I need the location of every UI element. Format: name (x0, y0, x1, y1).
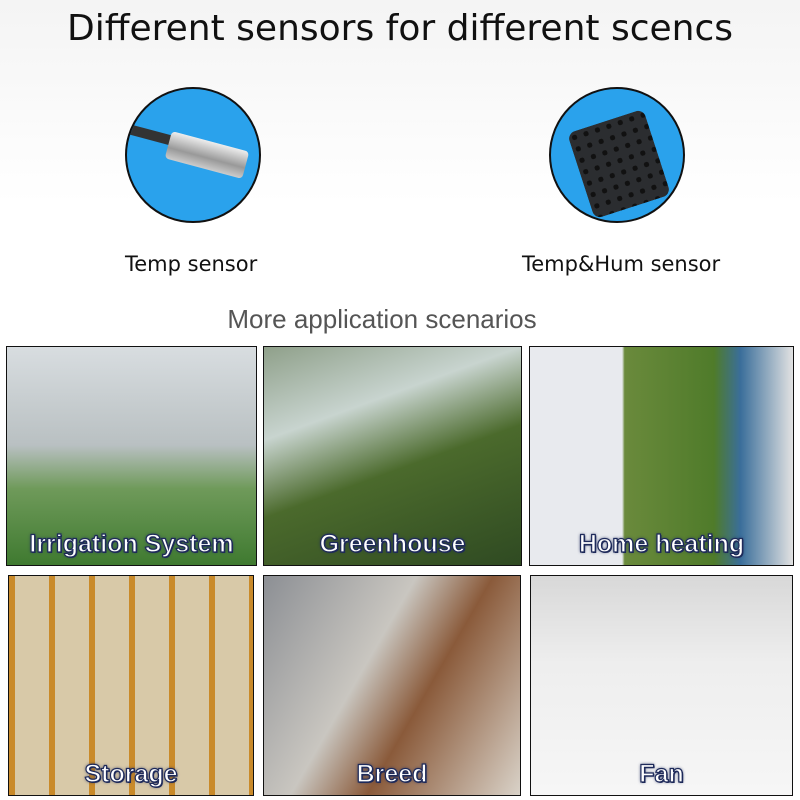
scenario-home-heating: Home heating (529, 346, 794, 566)
section-subtitle: More application scenarios (227, 304, 537, 334)
scenario-label: Home heating (578, 529, 745, 558)
scenario-fan: Fan (530, 575, 793, 796)
page-title: Different sensors for different scencs (66, 8, 734, 49)
temp-sensor-image (125, 87, 261, 223)
scenario-label: Irrigation System (29, 529, 234, 558)
scenario-breed: Breed (263, 575, 521, 796)
scenario-label: Breed (356, 759, 428, 788)
scenario-greenhouse: Greenhouse (263, 346, 522, 566)
scenario-label: Fan (639, 759, 685, 788)
scenario-label: Greenhouse (319, 529, 466, 558)
temp-hum-sensor-label: Temp&Hum sensor (522, 252, 721, 276)
scenario-irrigation: Irrigation System (6, 346, 257, 566)
temp-hum-sensor-image (549, 87, 685, 223)
scenario-storage: Storage (8, 575, 254, 796)
temp-sensor-label: Temp sensor (125, 252, 258, 276)
scenario-label: Storage (84, 759, 178, 788)
